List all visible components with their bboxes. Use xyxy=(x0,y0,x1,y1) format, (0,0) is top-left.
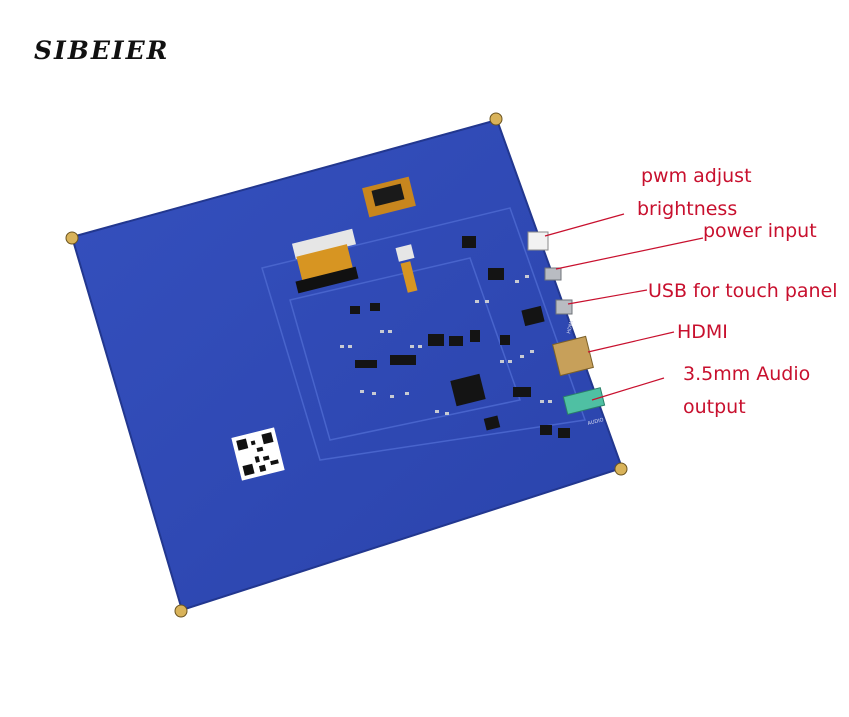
callout-pwm-adjust: pwm adjust xyxy=(641,165,752,187)
mounting-screws xyxy=(65,112,628,618)
screw-top-left xyxy=(65,231,79,245)
circuit-board xyxy=(70,118,624,612)
screw-bottom-left xyxy=(174,604,188,618)
pwm-connector xyxy=(527,231,549,251)
screw-bottom-right xyxy=(614,462,628,476)
callout-line-power xyxy=(555,237,704,270)
screw-top-right xyxy=(489,112,503,126)
brand-logo: SIBEIER xyxy=(34,36,170,65)
callout-power-input: power input xyxy=(703,220,817,242)
small-components xyxy=(340,275,552,415)
callout-audio: 3.5mm Audio xyxy=(683,363,811,385)
callout-line-pwm xyxy=(544,213,625,237)
callout-hdmi: HDMI xyxy=(677,321,728,343)
callout-output: output xyxy=(683,396,746,418)
callout-usb-touch-panel: USB for touch panel xyxy=(648,280,838,302)
board-print-audio: AUDIO xyxy=(587,417,604,427)
callout-line-audio xyxy=(591,377,665,401)
callout-line-hdmi xyxy=(587,331,675,353)
board-print-hdmi: HDMI xyxy=(566,320,575,334)
ribbon-connector-small xyxy=(362,176,416,218)
callout-line-usb xyxy=(567,289,648,305)
callout-brightness: brightness xyxy=(637,198,738,220)
ribbon-connector-mid xyxy=(395,244,418,293)
callout-lines xyxy=(544,213,704,401)
ribbon-connector-large xyxy=(291,228,359,294)
qr-code-label xyxy=(231,427,285,481)
touch-usb-port xyxy=(555,299,573,315)
power-micro-usb-port xyxy=(544,267,562,281)
ic-chips xyxy=(350,236,570,438)
